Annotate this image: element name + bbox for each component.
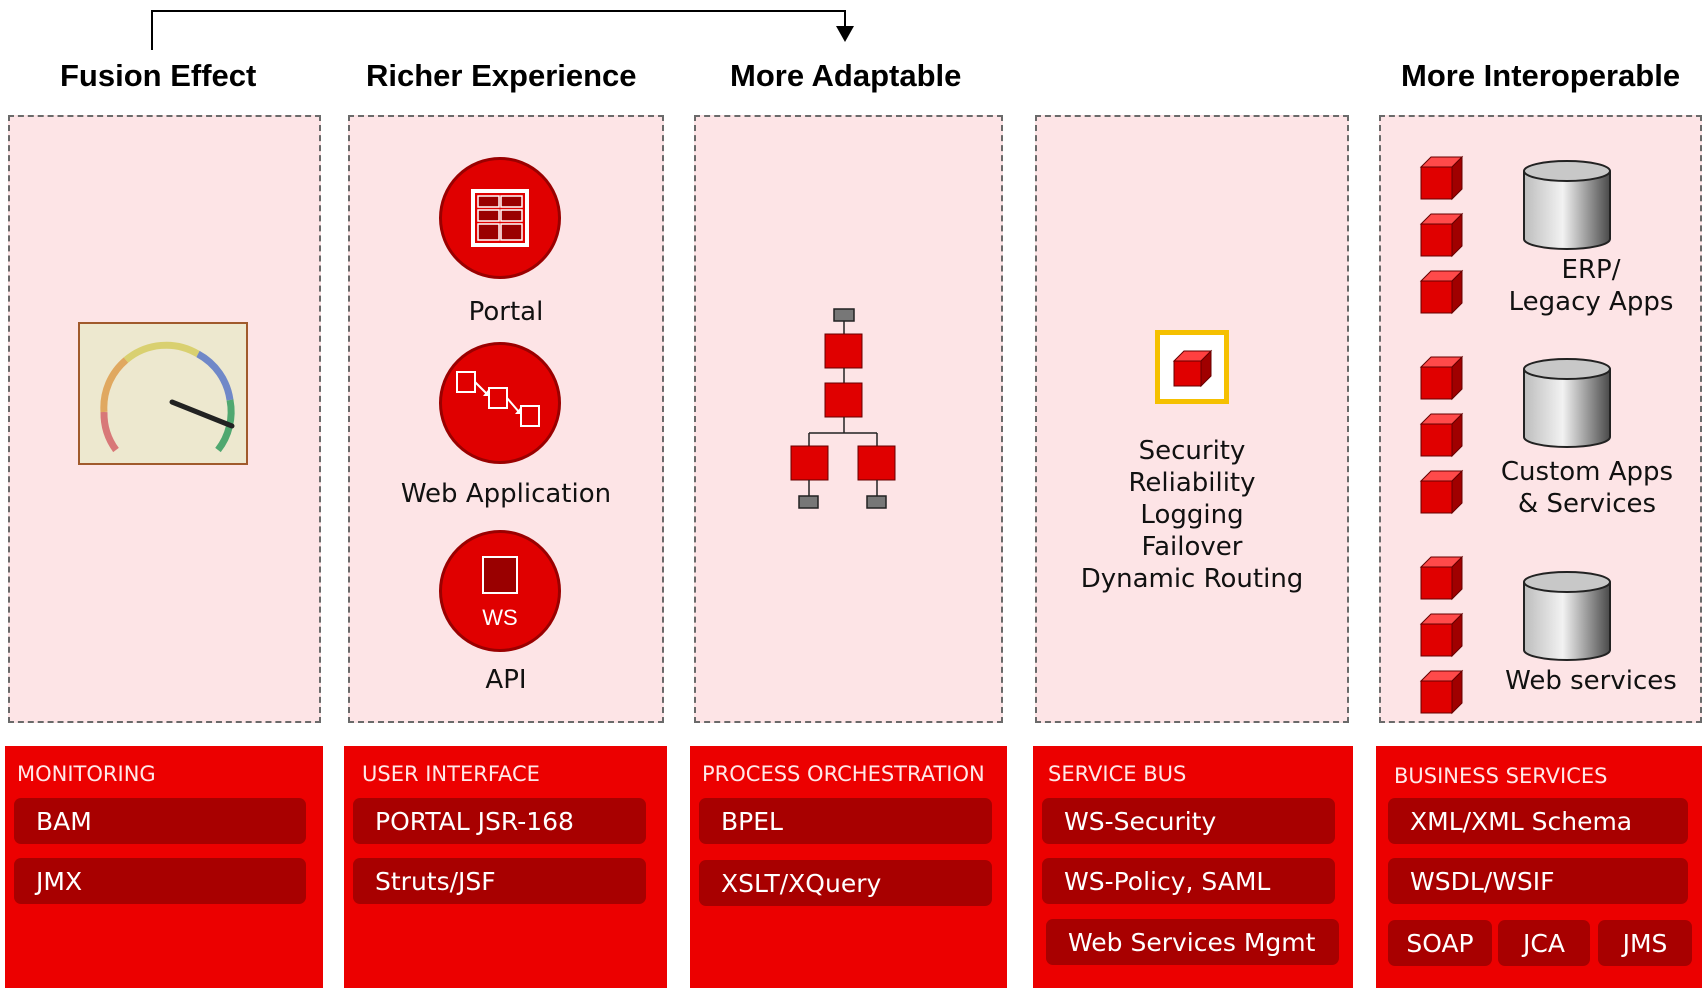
header-richer-experience: Richer Experience <box>366 58 637 93</box>
panel-user-interface: Portal Web Application WS API <box>348 115 664 723</box>
tech-item: PORTAL JSR-168 <box>353 798 646 844</box>
header-more-adaptable: More Adaptable <box>730 58 962 93</box>
box-title: PROCESS ORCHESTRATION <box>702 762 985 786</box>
tech-item: WS-Security <box>1042 798 1335 844</box>
tech-item: Struts/JSF <box>353 858 646 904</box>
box-monitoring: MONITORING BAM JMX <box>5 746 323 988</box>
database-icon <box>1523 358 1611 448</box>
database-icon <box>1523 571 1611 661</box>
box-service-bus: SERVICE BUS WS-Security WS-Policy, SAML … <box>1033 746 1353 988</box>
process-flow-icon <box>790 308 896 509</box>
web-application-label: Web Application <box>400 479 612 509</box>
database-icon <box>1523 160 1611 250</box>
web-services-label: Web services <box>1505 666 1677 696</box>
tech-item: WS-Policy, SAML <box>1042 858 1335 904</box>
tech-item: WSDL/WSIF <box>1388 858 1688 904</box>
box-process-orchestration: PROCESS ORCHESTRATION BPEL XSLT/XQuery <box>690 746 1007 988</box>
custom-apps-label-line2: & Services <box>1517 489 1657 519</box>
header-more-interoperable: More Interoperable <box>1401 58 1681 93</box>
tech-item: JMS <box>1598 920 1692 966</box>
tech-item: BPEL <box>699 798 992 844</box>
custom-apps-label-line1: Custom Apps <box>1500 457 1674 487</box>
bus-feature: Dynamic Routing <box>1080 564 1304 594</box>
web-application-icon <box>439 342 561 464</box>
portal-icon <box>439 157 561 279</box>
panel-process-orchestration <box>694 115 1003 723</box>
tech-item: Web Services Mgmt <box>1046 919 1339 965</box>
panel-business-services: ERP/ Legacy Apps Custom Apps & Services … <box>1379 115 1702 723</box>
arrow-icon <box>151 10 854 50</box>
portal-label: Portal <box>468 297 544 327</box>
erp-label-line1: ERP/ <box>1561 255 1621 285</box>
cube-icon <box>1155 330 1229 404</box>
tech-item: XSLT/XQuery <box>699 860 992 906</box>
tech-item: JMX <box>14 858 306 904</box>
panel-service-bus: Security Reliability Logging Failover Dy… <box>1035 115 1349 723</box>
tech-item: XML/XML Schema <box>1388 798 1688 844</box>
erp-label-line2: Legacy Apps <box>1508 287 1674 317</box>
box-user-interface: USER INTERFACE PORTAL JSR-168 Struts/JSF <box>344 746 667 988</box>
tech-item: BAM <box>14 798 306 844</box>
api-ws-badge: WS <box>482 605 518 630</box>
bus-feature: Failover <box>1141 532 1243 562</box>
bus-feature: Security <box>1138 436 1246 466</box>
box-business-services: BUSINESS SERVICES XML/XML Schema WSDL/WS… <box>1376 746 1702 988</box>
box-title: USER INTERFACE <box>362 762 540 786</box>
bus-feature: Reliability <box>1128 468 1256 498</box>
tech-item: JCA <box>1498 920 1590 966</box>
api-icon: WS <box>439 530 561 652</box>
box-title: MONITORING <box>17 762 156 786</box>
header-fusion-effect: Fusion Effect <box>60 58 257 93</box>
gauge-icon <box>78 322 248 465</box>
box-title: SERVICE BUS <box>1048 762 1187 786</box>
bus-feature: Logging <box>1140 500 1244 530</box>
box-title: BUSINESS SERVICES <box>1394 764 1608 788</box>
panel-monitoring <box>8 115 321 723</box>
tech-item: SOAP <box>1388 920 1492 966</box>
api-label: API <box>485 665 527 695</box>
cube-stack-icons <box>1420 156 1463 714</box>
